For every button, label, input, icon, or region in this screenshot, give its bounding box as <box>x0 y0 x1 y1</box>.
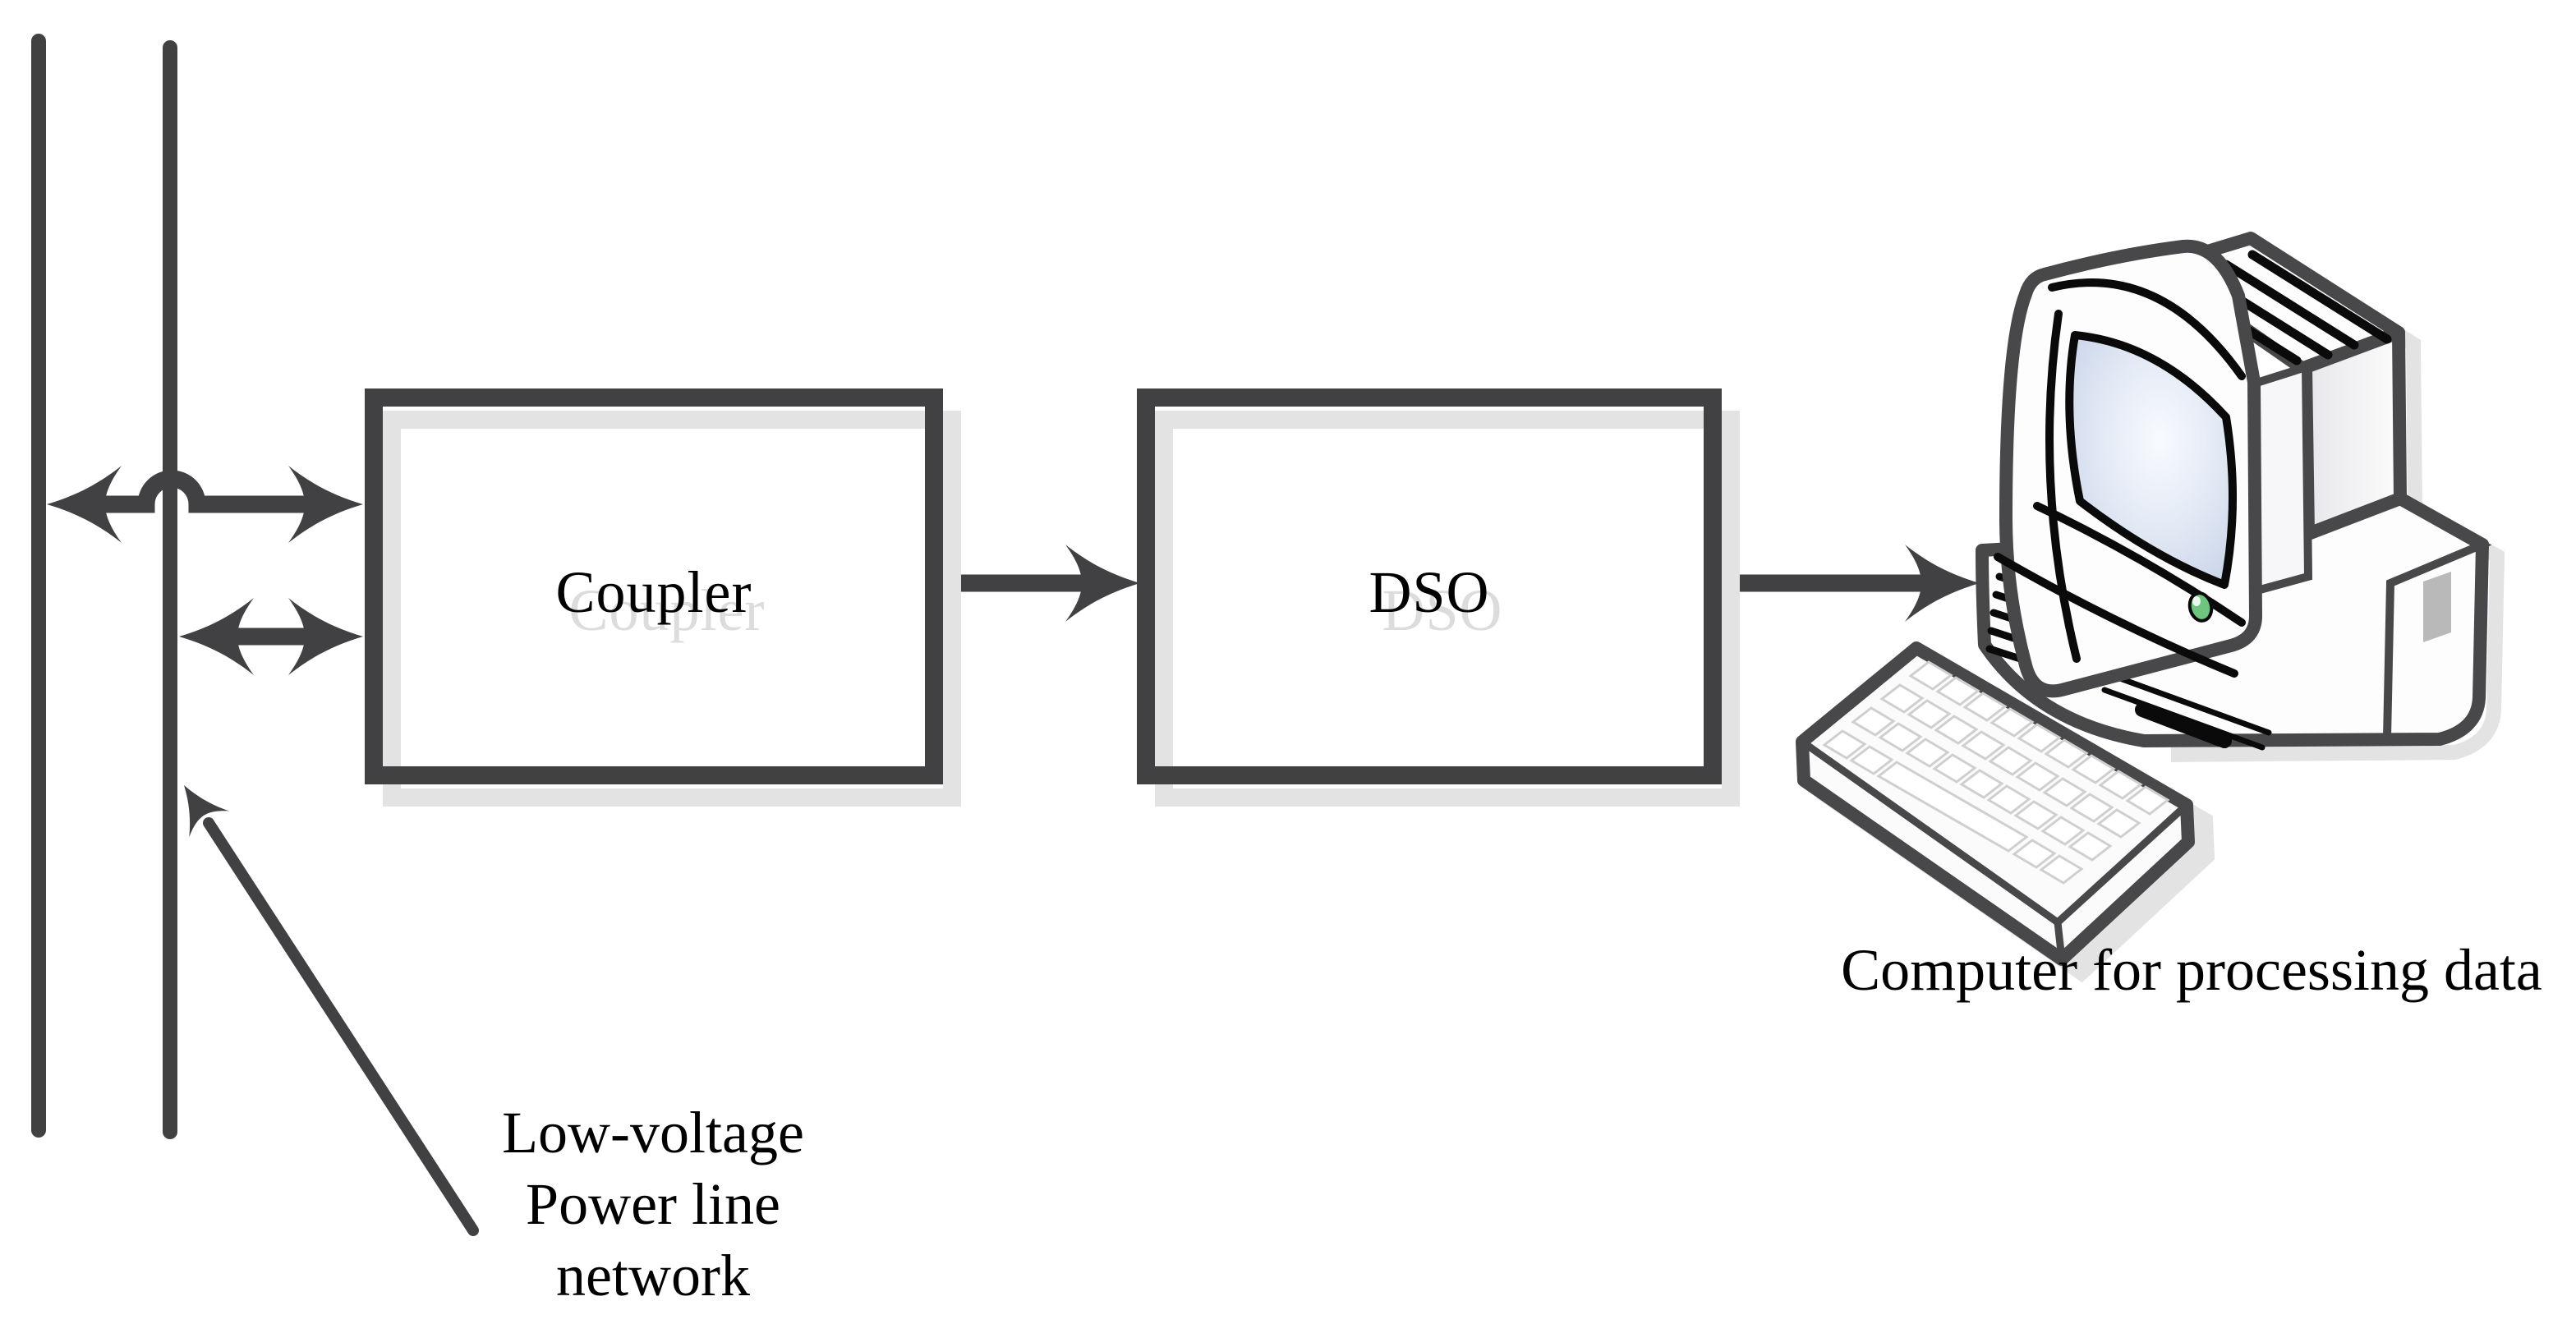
dso-box: DSO <box>1137 388 1740 807</box>
coupler-label: Coupler <box>555 559 752 625</box>
coupler-box: Coupler <box>365 388 961 807</box>
port-slot <box>2423 572 2451 642</box>
spacebar-key <box>1876 761 2029 853</box>
dso-box-shadow <box>1155 411 1740 807</box>
power-line-caption-line2: Power line <box>526 1171 780 1237</box>
keyboard-keys <box>1823 660 2169 885</box>
floppy-drive <box>2101 672 2272 751</box>
monitor-screen <box>1994 239 2262 698</box>
bidirectional-arrow-top <box>47 466 363 543</box>
pointer-arrow-power-line <box>163 772 479 1236</box>
dso-label: DSO <box>1368 559 1490 625</box>
arrow-dso-to-computer <box>1709 545 1980 622</box>
power-line-caption-line3: network <box>556 1243 750 1308</box>
power-line-caption: Low-voltage Power line network <box>324 1097 982 1312</box>
bidirectional-arrow-bottom <box>179 598 363 675</box>
coupler-box-frame: Coupler <box>365 388 943 784</box>
power-line-network <box>31 34 177 1139</box>
power-led <box>2187 591 2214 623</box>
power-line-caption-line1: Low-voltage <box>502 1100 804 1165</box>
arrow-coupler-to-dso <box>932 545 1140 622</box>
dso-box-frame: DSO <box>1137 388 1722 784</box>
coupler-box-shadow <box>383 411 961 807</box>
computer-caption: Computer for processing data <box>1841 937 2542 1003</box>
computer-icon <box>1796 232 2505 983</box>
keyboard-icon <box>1796 641 2195 966</box>
